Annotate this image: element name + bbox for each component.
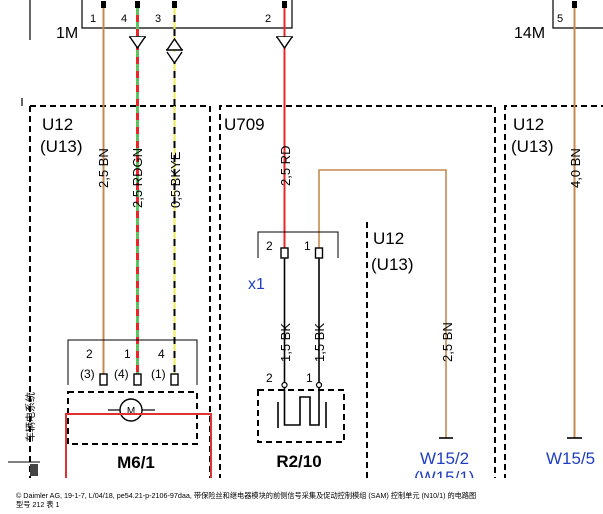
connector-1m-pin-4: 4 xyxy=(121,13,127,25)
wire-label-rd: 2,5 RD xyxy=(278,146,293,186)
motor-pin-2: 2 xyxy=(86,347,93,361)
x1-pin-1: 1 xyxy=(304,239,311,253)
ref-w15-5-label: W15/5 xyxy=(546,449,595,468)
wire-label-bkye: 0,5 BKYE xyxy=(168,151,183,208)
x1-pin-2: 2 xyxy=(266,239,273,253)
footer-band xyxy=(0,478,603,514)
wire-label-bn-mid: 2,5 BN xyxy=(440,322,455,362)
resistor-r2-10: 2 1 R2/10 xyxy=(257,371,345,471)
connector-1m-pin-3: 3 xyxy=(155,13,161,25)
bus-symbol-rd xyxy=(276,36,293,50)
footer-line-2: 型号 212 表 1 xyxy=(16,500,60,509)
bus-symbol-bkye xyxy=(166,37,183,65)
wire-label-bn-left: 2,5 BN xyxy=(96,148,111,188)
motor-pin-1: 1 xyxy=(124,347,131,361)
zone-u709-label: U709 xyxy=(224,115,265,134)
zone-u12-mid-label: U12 xyxy=(373,229,404,248)
zone-u12-right xyxy=(504,105,603,480)
connector-14m-label: 14M xyxy=(514,25,545,42)
connector-x1: 2 1 x1 xyxy=(248,231,339,293)
side-vertical-text: 车辆电系统 xyxy=(24,392,37,442)
connector-14m-pin-5: 5 xyxy=(557,13,563,25)
connector-1m-pin-1: 1 xyxy=(90,13,96,25)
motor-alt-pin-3: (3) xyxy=(80,367,95,381)
zone-u12-left xyxy=(30,105,211,480)
zone-u12-right-label: U12 xyxy=(513,115,544,134)
motor-symbol: M xyxy=(127,406,135,417)
zone-u12-left-label: U12 xyxy=(42,115,73,134)
bus-symbol-rdgn xyxy=(129,36,146,50)
ref-w15-2-label: W15/2 xyxy=(420,449,469,468)
zone-u709 xyxy=(219,105,496,480)
wire-label-rdgn: 2,5 RDGN xyxy=(130,148,145,208)
zone-u13-left-label: (U13) xyxy=(40,137,83,156)
footer-line-1: © Daimler AG, 19-1-7, L/04/18, pe54.21-p… xyxy=(16,491,477,500)
footer-caption: © Daimler AG, 19-1-7, L/04/18, pe54.21-p… xyxy=(16,491,596,509)
wire-label-bk-1: 1,5 BK xyxy=(278,323,293,362)
zone-u13-mid-label: (U13) xyxy=(371,255,414,274)
resistor-pin-2: 2 xyxy=(266,371,273,385)
resistor-label: R2/10 xyxy=(276,452,321,471)
connector-1m: 1M 1 4 3 2 xyxy=(56,0,293,42)
side-marker xyxy=(30,464,38,476)
connector-1m-label: 1M xyxy=(56,25,78,42)
connector-14m: 14M 5 xyxy=(514,0,603,42)
motor-alt-pin-4: (4) xyxy=(114,367,129,381)
motor-label: M6/1 xyxy=(117,453,155,472)
zone-u13-right-label: (U13) xyxy=(511,137,554,156)
resistor-pin-1: 1 xyxy=(306,371,313,385)
motor-m6-1: 2 1 4 (3) (4) (1) M M6/1 xyxy=(67,339,198,472)
heater-element-icon xyxy=(283,388,320,426)
motor-pin-4: 4 xyxy=(158,347,165,361)
wire-label-bk-2: 1,5 BK xyxy=(312,323,327,362)
motor-alt-pin-1: (1) xyxy=(151,367,166,381)
connector-1m-pin-2: 2 xyxy=(265,13,271,25)
ref-w15-5: W15/5 xyxy=(546,437,595,468)
x1-label: x1 xyxy=(248,276,265,293)
wire-label-bn-right: 4,0 BN xyxy=(568,148,583,188)
top-pin-terminals xyxy=(101,1,577,8)
wire-bn-mid xyxy=(318,169,447,438)
